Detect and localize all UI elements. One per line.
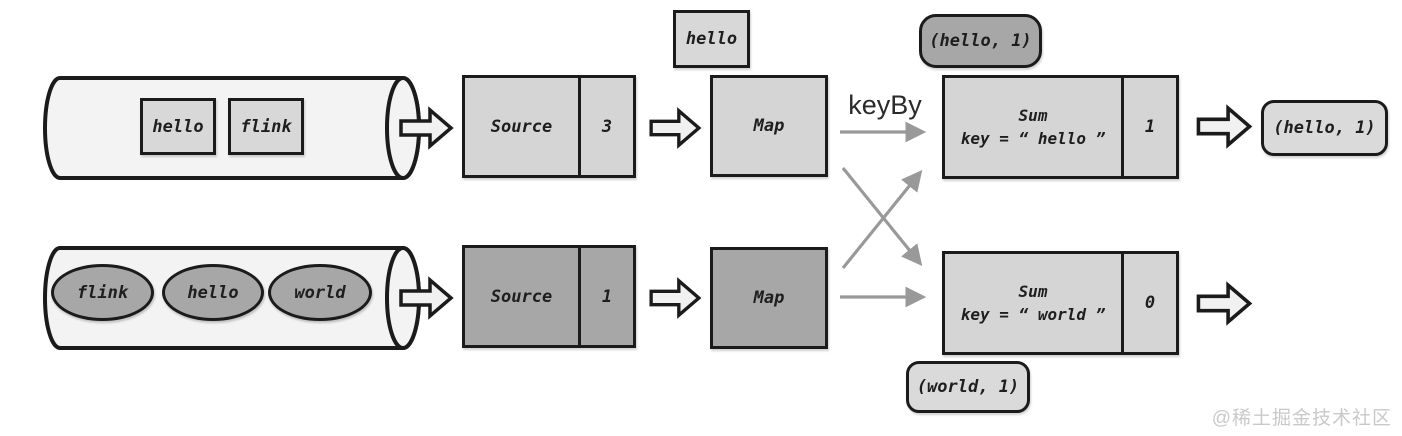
block-arrow-icon xyxy=(649,107,702,149)
sum-count-value: 0 xyxy=(1121,254,1176,352)
sum-count-value: 1 xyxy=(1121,78,1176,176)
state-badge-world: (world, 1) xyxy=(906,361,1030,413)
sum-operator-world: Sum key = “ world ” 0 xyxy=(942,251,1179,355)
record-ellipse-world: world xyxy=(268,264,372,321)
sum-title: Sum xyxy=(1018,281,1048,301)
block-arrow-icon xyxy=(1196,281,1253,326)
operator-label: Source xyxy=(490,286,553,307)
parallelism-value: 3 xyxy=(578,78,633,175)
map-operator-bottom: Map xyxy=(710,247,828,349)
record-box-map-output: hello xyxy=(673,10,750,68)
state-badge-hello: (hello, 1) xyxy=(919,14,1042,68)
sum-key-expr: key = “ hello ” xyxy=(960,129,1106,148)
block-arrow-icon xyxy=(1196,104,1253,149)
watermark-text: @稀土掘金技术社区 xyxy=(1211,408,1392,429)
record-ellipse-hello: hello xyxy=(162,264,264,321)
source-operator-bottom: Source 1 xyxy=(462,245,636,348)
sum-title: Sum xyxy=(1018,105,1048,125)
keyby-shuffle-arrows xyxy=(840,121,927,308)
output-record-hello: (hello, 1) xyxy=(1261,100,1388,156)
operator-label: Sum key = “ hello ” xyxy=(945,78,1121,176)
block-arrow-icon xyxy=(399,276,454,320)
record-box-flink: flink xyxy=(228,98,304,155)
parallelism-value: 1 xyxy=(578,248,633,345)
keyby-label: keyBy xyxy=(848,90,922,120)
map-operator-top: Map xyxy=(710,75,828,177)
operator-label: Source xyxy=(490,116,553,137)
record-box-hello: hello xyxy=(140,98,216,155)
sum-operator-hello: Sum key = “ hello ” 1 xyxy=(942,75,1179,179)
block-arrow-icon xyxy=(399,106,454,150)
sum-key-expr: key = “ world ” xyxy=(960,305,1106,324)
operator-label: Sum key = “ world ” xyxy=(945,254,1121,352)
record-ellipse-flink: flink xyxy=(51,264,154,321)
source-operator-top: Source 3 xyxy=(462,75,636,178)
block-arrow-icon xyxy=(649,277,702,319)
